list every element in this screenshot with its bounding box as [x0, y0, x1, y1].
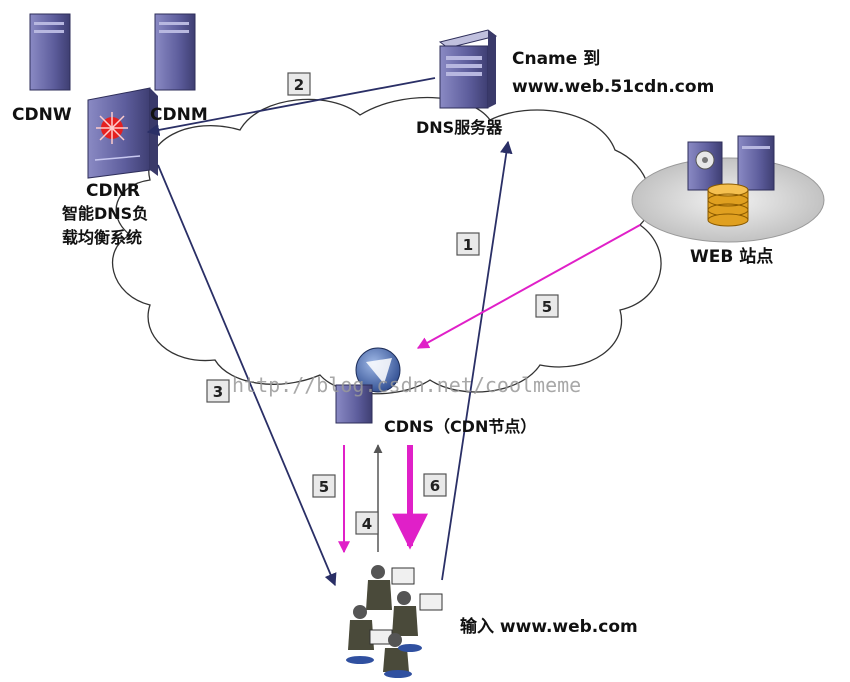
dns-server-icon: [438, 29, 498, 109]
step-box-2: 2: [287, 72, 311, 96]
svg-text:2: 2: [294, 76, 304, 94]
watermark: http://blog.csdn.net/coolmeme: [232, 373, 581, 397]
label-cname-1: Cname 到: [512, 49, 600, 69]
label-cdnw: CDNW: [12, 105, 72, 125]
label-cdns: CDNS（CDN节点）: [384, 417, 536, 436]
step-box-3: 3: [206, 379, 230, 403]
arrow-step-1: [441, 140, 513, 581]
label-cdnm: CDNM: [150, 105, 208, 125]
label-dns-server: DNS服务器: [416, 118, 503, 137]
step-box-5-right: 5: [535, 294, 559, 318]
step-box-6: 6: [423, 473, 447, 497]
label-cname-2: www.web.51cdn.com: [512, 77, 714, 97]
label-web-site: WEB 站点: [690, 246, 773, 267]
step-box-1: 1: [456, 232, 480, 256]
step-box-5-left: 5: [312, 474, 336, 498]
cdnm-server-icon: [154, 13, 196, 91]
cdns-node-icon: [335, 347, 401, 424]
svg-text:1: 1: [463, 236, 473, 254]
svg-text:4: 4: [362, 515, 372, 533]
label-cdnr: CDNR: [86, 181, 140, 201]
arrow-step-3: [157, 164, 337, 587]
svg-text:3: 3: [213, 383, 223, 401]
svg-text:5: 5: [319, 478, 329, 496]
svg-text:6: 6: [430, 477, 440, 495]
label-user-input: 输入 www.web.com: [460, 616, 638, 637]
label-cdnr-desc-1: 智能DNS负: [62, 204, 148, 223]
label-cdnr-desc-2: 载均衡系统: [62, 228, 142, 247]
web-server-icon: [687, 135, 775, 191]
database-icon: [707, 183, 749, 227]
svg-text:5: 5: [542, 298, 552, 316]
users-icon: [346, 565, 443, 678]
cdnr-load-balancer-icon: [87, 87, 158, 179]
step-box-4: 4: [355, 511, 379, 535]
arrow-step-2: [146, 77, 436, 137]
arrow-web-to-cdns: [416, 224, 641, 349]
network-cloud: [112, 96, 662, 395]
cdnw-server-icon: [29, 13, 71, 91]
